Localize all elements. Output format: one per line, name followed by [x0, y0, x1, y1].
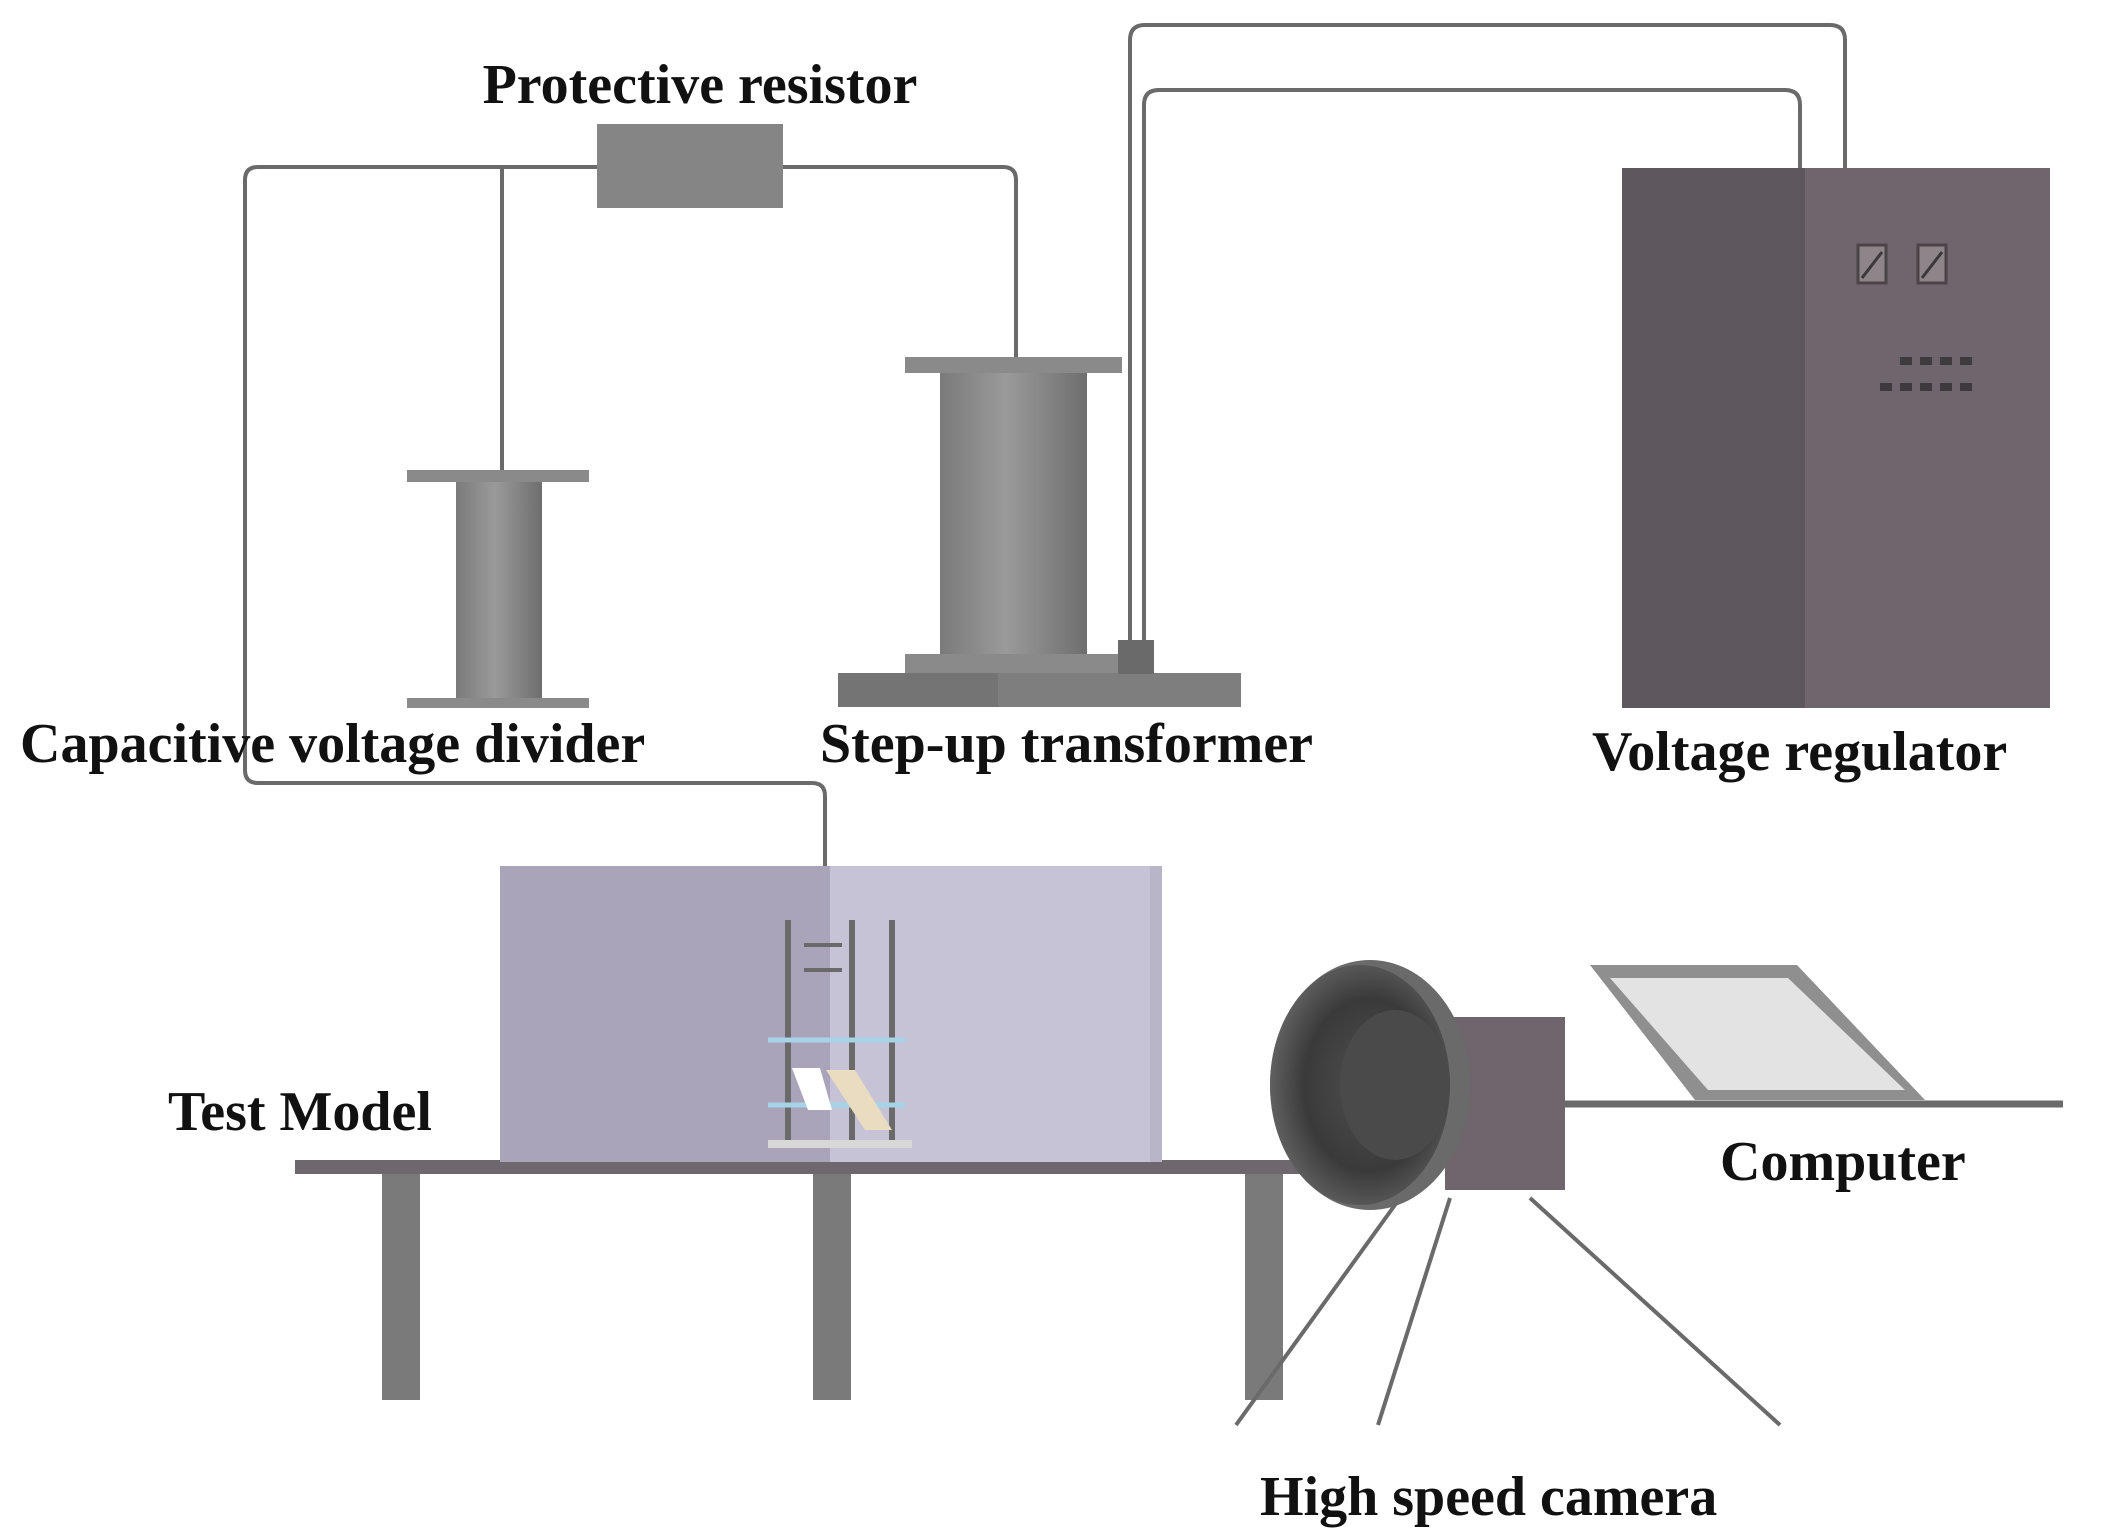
high-speed-camera-label: High speed camera [1260, 1466, 1717, 1528]
voltage-regulator [1622, 168, 2050, 708]
test-model [500, 866, 1162, 1162]
step-up-transformer [838, 357, 1241, 707]
meter-icon [1856, 243, 1888, 285]
step-up-transformer-label: Step-up transformer [820, 713, 1313, 775]
table [295, 1160, 1355, 1400]
circuit-wires [243, 23, 1847, 1130]
computer-label: Computer [1720, 1131, 1966, 1193]
protective-resistor [597, 124, 783, 208]
test-model-label: Test Model [168, 1081, 432, 1143]
high-speed-camera [1234, 960, 1782, 1427]
control-buttons [1880, 357, 1972, 391]
capacitive-voltage-divider [407, 470, 589, 708]
meter-icon [1916, 243, 1948, 285]
voltage-regulator-label: Voltage regulator [1592, 721, 2007, 783]
capacitive-voltage-divider-label: Capacitive voltage divider [20, 713, 645, 775]
computer [1565, 965, 2063, 1108]
protective-resistor-label: Protective resistor [483, 54, 918, 116]
